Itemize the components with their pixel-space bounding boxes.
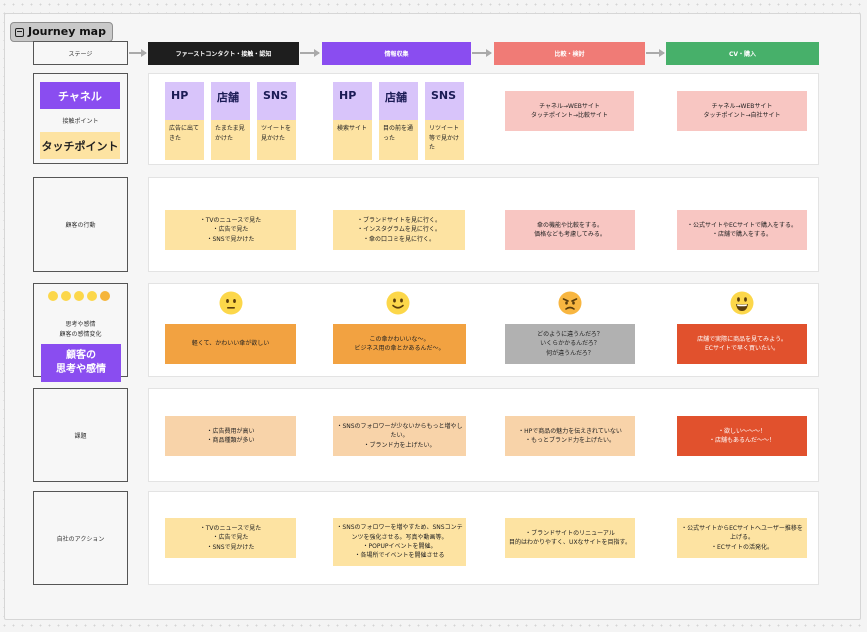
sticky-touchpoint[interactable]: 検索サイト (333, 120, 372, 160)
stage-awareness[interactable]: ファーストコンタクト・接触・認知 (148, 42, 299, 65)
sticky-issue[interactable]: ・SNSのフォロワーが少ないからもっと増やしたい。 ・ブランド力を上げたい。 (333, 416, 466, 456)
frowning-face-icon (87, 291, 97, 301)
stage-compare[interactable]: 比較・検討 (494, 42, 645, 65)
behavior-label-box[interactable]: 顧客の行動 (33, 177, 128, 272)
sticky-emotion[interactable]: どのように違うんだろ？ いくらかかるんだろ？ 何が違うんだろ？ (505, 324, 635, 364)
issues-label-box[interactable]: 課題 (33, 388, 128, 482)
sticky-behavior[interactable]: 傘の機能や比較をする。 価格なども考慮してみる。 (505, 210, 635, 250)
frame-title: Journey map (28, 25, 106, 38)
stage-arrow (300, 49, 320, 56)
stage-arrow (129, 49, 147, 56)
sticky-action[interactable]: ・公式サイトからECサイトへユーザー推移を上げる。 ・ECサイトの活発化。 (677, 518, 807, 558)
stage-awareness-label: ファーストコンタクト・接触・認知 (175, 51, 272, 58)
frame-icon (15, 27, 24, 37)
sticky-emotion[interactable]: この傘かわいいな〜。 ビジネス用の傘とかあるんだ〜。 (333, 324, 466, 364)
sticky-touchpoint[interactable]: リツイート等で見かけた (425, 120, 464, 160)
emotion-label: 思考や感情 顧客の感情変化 (59, 321, 102, 338)
sticky-action[interactable]: ・TVのニュースで見た ・広告で見た ・SNSで見かけた (165, 518, 296, 558)
sticky-channel-store-text: 店舗 (385, 91, 407, 104)
stage-label: ステージ (68, 50, 93, 58)
sticky-behavior[interactable]: ・ブランドサイトを見に行く。 ・インスタグラムを見に行く。 ・傘の口コミを見に行… (333, 210, 465, 250)
stage-arrow (646, 49, 665, 56)
sticky-channel-sns-text: SNS (263, 89, 289, 102)
neutral-face-icon (219, 291, 243, 315)
stage-cv[interactable]: CV・購入 (666, 42, 819, 65)
sticky-channel-hp[interactable]: HP (165, 82, 204, 120)
sticky-channel-sns[interactable]: SNS (257, 82, 296, 120)
angry-face-icon (558, 291, 582, 315)
sticky-issue[interactable]: ・HPで商品の魅力を伝えきれていない ・もっとブランド力を上げたい。 (505, 416, 635, 456)
sticky-channel-hp-text: HP (171, 89, 189, 102)
sticky-channel-cv[interactable]: チャネル→WEBサイト タッチポイント→自社サイト (677, 91, 807, 131)
actions-label: 自社のアクション (56, 535, 105, 543)
sticky-channel-sns-text: SNS (431, 89, 457, 102)
channel-tag[interactable]: チャネル (40, 82, 120, 109)
channel-sub-label: 接触ポイント (62, 118, 99, 125)
sticky-channel-sns[interactable]: SNS (425, 82, 464, 120)
stage-research-label: 情報収集 (384, 51, 409, 58)
stage-compare-label: 比較・検討 (554, 51, 585, 58)
sticky-issue[interactable]: ・広告費用が高い ・商品種類が多い (165, 416, 296, 456)
grinning-face-icon (730, 291, 754, 315)
sticky-channel-store[interactable]: 店舗 (379, 82, 418, 120)
sticky-emotion[interactable]: 店舗で実際に商品を見てみよう。 ECサイトで早く買いたい。 (677, 324, 807, 364)
sticky-behavior[interactable]: ・TVのニュースで見た ・広告で見た ・SNSで見かけた (165, 210, 296, 250)
smiling-face-icon (61, 291, 71, 301)
issues-label: 課題 (74, 432, 87, 440)
stage-cv-label: CV・購入 (728, 51, 757, 58)
touchpoint-tag[interactable]: タッチポイント (40, 132, 120, 159)
sticky-touchpoint[interactable]: 広告に出てきた (165, 120, 204, 160)
sticky-channel-store-text: 店舗 (217, 91, 239, 104)
stage-research[interactable]: 情報収集 (322, 42, 471, 65)
smiling-face-icon (386, 291, 410, 315)
sticky-channel-hp[interactable]: HP (333, 82, 372, 120)
emotion-tag[interactable]: 顧客の 思考や感情 (41, 344, 121, 382)
sticky-issue[interactable]: ・欲しい〜〜〜！ ・店舗もあるんだ〜〜！ (677, 416, 807, 456)
stage-arrow (472, 49, 492, 56)
sticky-channel-compare[interactable]: チャネル→WEBサイト タッチポイント→比較サイト (505, 91, 634, 131)
sticky-emotion[interactable]: 軽くて、かわいい傘が欲しい (165, 324, 296, 364)
sticky-action[interactable]: ・SNSのフォロワーを増やすため、SNSコンテンツを強化させる。写真や動画等。 … (333, 518, 466, 566)
sticky-touchpoint[interactable]: たまたま見かけた (211, 120, 250, 160)
sticky-touchpoint[interactable]: 目の前を通った (379, 120, 418, 160)
emotion-faces-row (48, 290, 116, 302)
touchpoint-tag-text: タッチポイント (41, 139, 119, 153)
angry-face-icon (100, 291, 110, 301)
sticky-behavior[interactable]: ・公式サイトやECサイトで購入をする。 ・店舗で購入をする。 (677, 210, 807, 250)
sticky-channel-hp-text: HP (339, 89, 357, 102)
behavior-label: 顧客の行動 (65, 222, 96, 229)
worried-face-icon (74, 291, 84, 301)
channel-tag-text: チャネル (58, 89, 102, 103)
stage-label-box[interactable]: ステージ (33, 41, 128, 65)
sticky-touchpoint[interactable]: ツイートを見かけた (257, 120, 296, 160)
grinning-face-icon (48, 291, 58, 301)
sticky-action[interactable]: ・ブランドサイトのリニューアル 目的はわかりやすく、UXなサイトを目指す。 (505, 518, 635, 558)
frame-title-tag[interactable]: Journey map (10, 22, 113, 42)
sticky-channel-store[interactable]: 店舗 (211, 82, 250, 120)
actions-label-box[interactable]: 自社のアクション (33, 491, 128, 585)
